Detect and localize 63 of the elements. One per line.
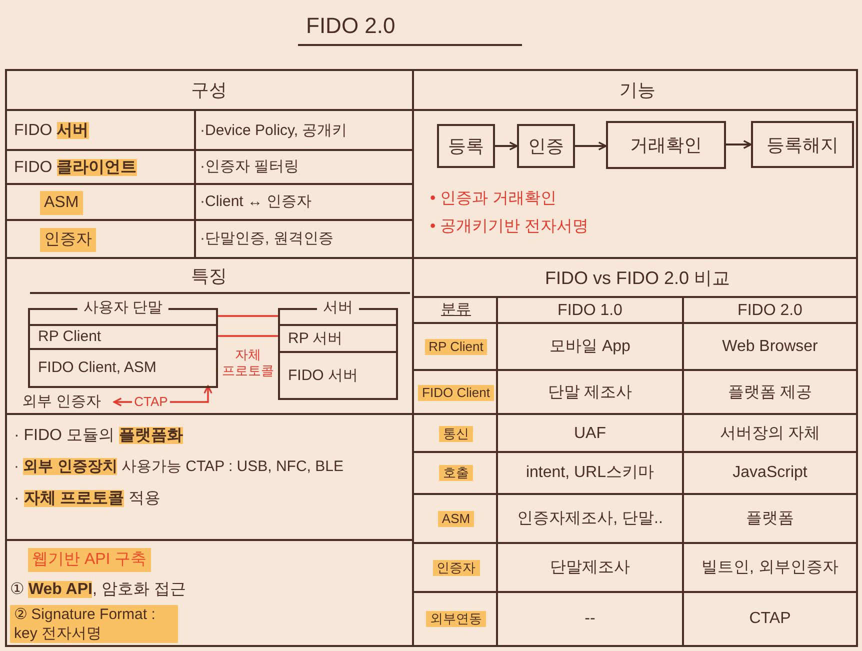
process-box xyxy=(751,121,854,168)
box-label: 거래확인 xyxy=(630,134,702,156)
section-heading: FIDO vs FIDO 2.0 비교 xyxy=(544,266,730,290)
bullet-text: • 공개키기반 전자서명 xyxy=(430,217,588,237)
edge-label: CTAP xyxy=(132,394,170,410)
title: FIDO 2.0 xyxy=(298,12,522,46)
bullet-text: · 외부 인증장치 사용가능 CTAP : USB, NFC, BLE xyxy=(14,456,344,477)
table-value: intent, URL스키마 xyxy=(526,463,654,483)
component-label: FIDO Client, ASM xyxy=(38,359,156,377)
column-header: FIDO 2.0 xyxy=(738,300,802,320)
row-header: 통신 xyxy=(439,426,473,442)
component-note: ·인증자 필터링 xyxy=(200,157,300,178)
component-note: ·Client ↔ 인증자 xyxy=(200,192,312,212)
numbered-item: ① Web API, 암호화 접근 xyxy=(10,580,186,600)
process-box xyxy=(437,124,495,168)
box-label: 인증 xyxy=(528,135,564,157)
component-note: ·Device Policy, 공개키 xyxy=(200,120,348,141)
node-label: 외부 인증자 xyxy=(22,391,114,413)
box-label: 등록 xyxy=(448,135,484,157)
column-header: FIDO 1.0 xyxy=(558,300,622,320)
table-value: 단말제조사 xyxy=(550,558,630,578)
numbered-item: ② Signature Format : key 전자서명 xyxy=(10,605,178,643)
component-note: ·단말인증, 원격인증 xyxy=(200,229,334,250)
section-heading: 구성 xyxy=(191,79,227,102)
table-value: 플랫폼 xyxy=(746,509,794,529)
process-box xyxy=(606,121,726,169)
table-value: UAF xyxy=(574,424,606,444)
box-label: 등록해지 xyxy=(766,134,838,156)
section-heading: 특징 xyxy=(191,264,227,288)
component-label: FIDO 서버 xyxy=(288,366,358,384)
row-header: FIDO Client xyxy=(418,384,494,400)
component-label: RP Client xyxy=(38,328,102,346)
bullet-text: · 자체 프로토콜 적용 xyxy=(14,489,161,509)
table-value: JavaScript xyxy=(732,463,808,483)
table-value: CTAP xyxy=(749,609,791,629)
table-value: 서버장의 자체 xyxy=(720,424,820,444)
column-header: 분류 xyxy=(441,300,471,320)
connector-line xyxy=(218,315,278,317)
bullet-text: · FIDO 모듈의 플랫폼화 xyxy=(14,426,183,446)
arrow xyxy=(495,142,518,150)
component-name: FIDO 클라이언트 xyxy=(14,158,137,178)
row-header: RP Client xyxy=(424,339,488,355)
component-name: ASM xyxy=(40,190,83,214)
row-header: 외부연동 xyxy=(426,611,486,627)
arrow xyxy=(575,142,607,150)
table-value: 단말 제조사 xyxy=(548,382,632,402)
row-header: 호출 xyxy=(439,465,473,481)
component-label: RP 서버 xyxy=(288,330,343,348)
table-value: 모바일 App xyxy=(550,337,630,357)
row-header: 인증자 xyxy=(432,560,480,576)
table-value: 인증자제조사, 단말.. xyxy=(517,509,663,529)
table-value: -- xyxy=(584,609,596,629)
bullet-text: • 인증과 거래확인 xyxy=(430,189,556,209)
process-box xyxy=(517,124,575,168)
arrow xyxy=(726,140,752,149)
table-value: 플랫폼 제공 xyxy=(728,382,812,402)
connector-line xyxy=(216,335,280,337)
subheading: 웹기반 API 구축 xyxy=(28,548,151,572)
component-name: 인증자 xyxy=(40,228,96,252)
section-heading: 기능 xyxy=(620,79,656,102)
row-header: ASM xyxy=(438,511,474,527)
table-value: 빌트인, 외부인증자 xyxy=(702,558,838,578)
table-value: Web Browser xyxy=(722,337,818,357)
